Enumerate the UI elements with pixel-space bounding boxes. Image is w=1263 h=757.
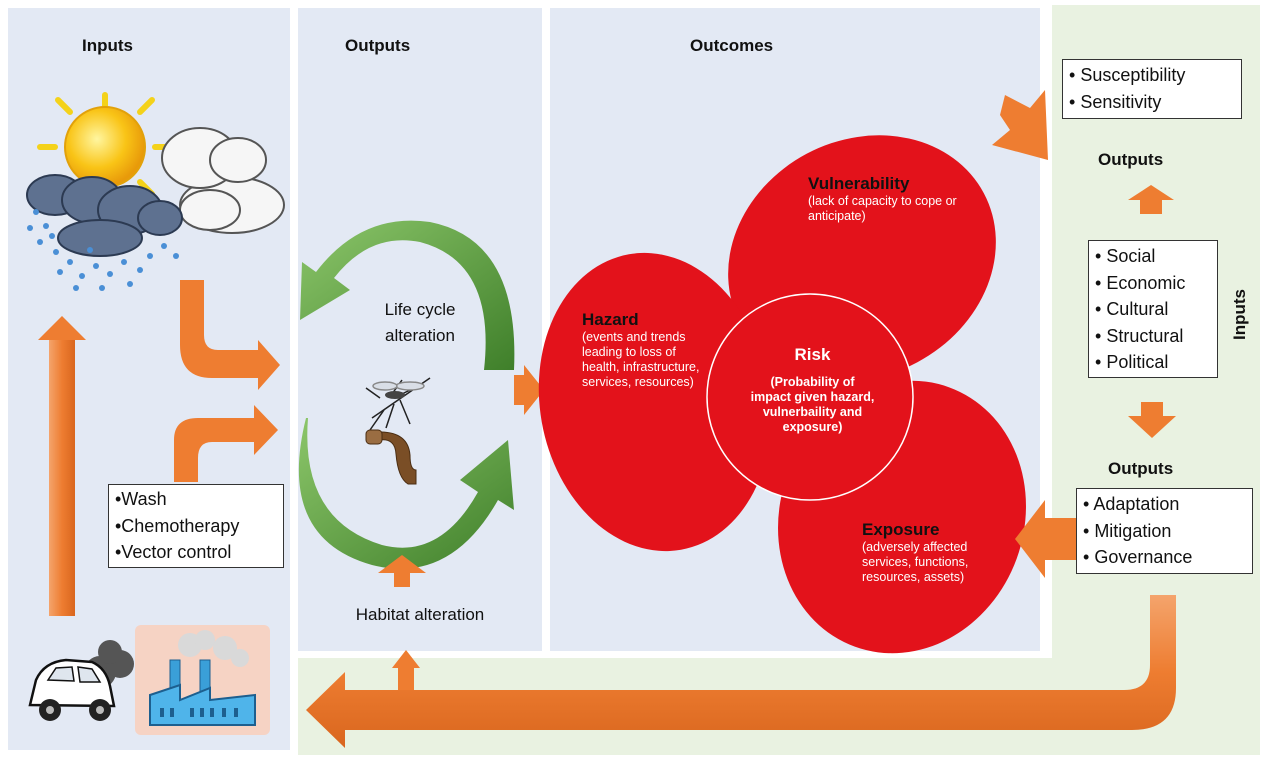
vulnerability-title: Vulnerability [808, 174, 910, 193]
factor-structural: • Structural [1095, 325, 1184, 346]
interventions-box: •Wash •Chemotherapy •Vector control [108, 484, 284, 568]
arrow-feedback-up [392, 650, 420, 690]
life-cycle-arrows [298, 220, 515, 569]
arrow-interventions-to-outputs [174, 405, 278, 482]
response-governance: • Governance [1083, 547, 1193, 567]
risk-text: Risk (Probability of impact given hazard… [750, 345, 875, 435]
inputs-right-vertical-heading: Inputs [1230, 289, 1249, 340]
habitat-label: Habitat alteration [355, 605, 485, 624]
intervention-vector-control: •Vector control [115, 542, 232, 562]
intervention-wash: •Wash [115, 489, 167, 509]
outputs-right-top-heading: Outputs [1098, 150, 1164, 169]
hazard-text: Hazard (events and trends leading to los… [582, 310, 707, 390]
arrow-factors-up [1128, 185, 1174, 214]
outcomes-heading: Outcomes [690, 36, 774, 55]
arrow-feedback-to-inputs [306, 595, 1176, 748]
sensitivity-item: • Sensitivity [1069, 91, 1162, 112]
hazard-title: Hazard [582, 310, 639, 329]
arrow-climate-to-outputs [180, 280, 280, 390]
mosquito-icon [365, 377, 431, 431]
factor-economic: • Economic [1095, 272, 1186, 293]
risk-circles [538, 135, 1026, 654]
susceptibility-box: • Susceptibility • Sensitivity [1062, 59, 1242, 119]
outputs-heading: Outputs [345, 36, 411, 55]
risk-title: Risk [794, 345, 831, 364]
response-mitigation: • Mitigation [1083, 520, 1172, 541]
inputs-heading: Inputs [82, 36, 133, 55]
vulnerability-desc: (lack of capacity to cope or anticipate) [808, 194, 957, 223]
car-icon [28, 640, 134, 721]
exposure-title: Exposure [862, 520, 940, 539]
arrow-emissions-up [38, 316, 86, 616]
intervention-chemotherapy: •Chemotherapy [115, 515, 240, 536]
outputs-right-bottom-heading: Outputs [1108, 459, 1174, 478]
vulnerability-text: Vulnerability (lack of capacity to cope … [808, 174, 988, 224]
arrow-habitat-up [378, 555, 426, 587]
larva-icon [365, 429, 417, 485]
factor-political: • Political [1095, 352, 1169, 372]
arrow-factors-down [1128, 402, 1176, 438]
weather-icon [26, 92, 285, 291]
factors-box: • Social • Economic • Cultural • Structu… [1088, 240, 1218, 378]
risk-circle [706, 293, 914, 501]
arrow-susceptibility-to-vulnerability [992, 90, 1048, 160]
responses-box: • Adaptation • Mitigation • Governance [1076, 488, 1253, 574]
factor-cultural: • Cultural [1095, 299, 1169, 319]
arrow-responses-to-exposure [1015, 500, 1076, 578]
arrow-outputs-to-outcomes [514, 365, 544, 415]
response-adaptation: • Adaptation [1083, 494, 1180, 514]
life-cycle-label: Life cycle alteration [384, 300, 456, 345]
hazard-circle [538, 252, 772, 552]
susceptibility-item: • Susceptibility [1069, 65, 1186, 85]
exposure-text: Exposure (adversely affected services, f… [862, 520, 992, 585]
risk-desc: (Probability of impact given hazard, vul… [750, 375, 875, 434]
exposure-desc: (adversely affected services, functions,… [862, 540, 969, 584]
hazard-desc: (events and trends leading to loss of he… [582, 330, 700, 389]
factory-icon [135, 625, 270, 735]
factor-social: • Social [1095, 246, 1156, 266]
